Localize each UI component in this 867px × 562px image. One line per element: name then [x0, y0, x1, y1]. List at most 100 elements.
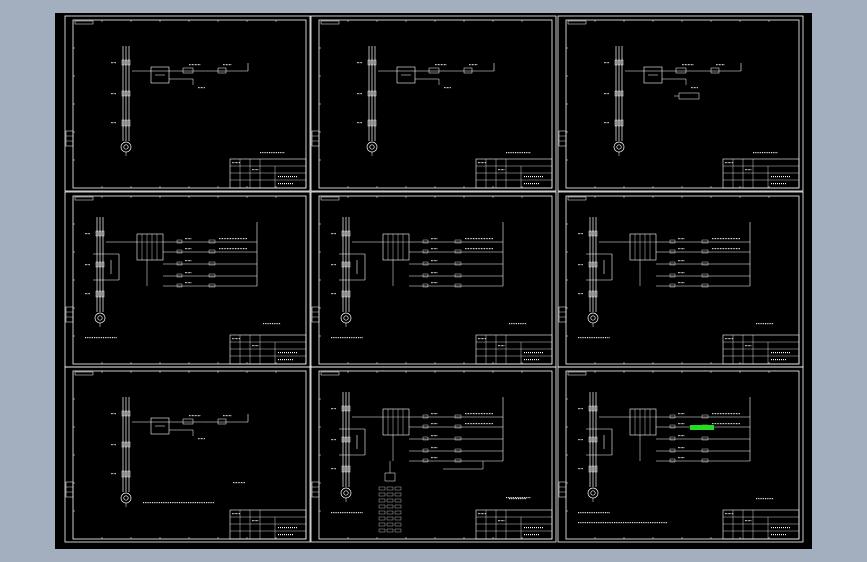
drawing-caption — [525, 152, 527, 154]
rung-label — [433, 238, 435, 240]
overload-symbol — [127, 470, 131, 478]
title-block-text — [239, 513, 240, 515]
drawing-caption — [776, 152, 778, 154]
component-label — [579, 264, 581, 266]
rung-label — [729, 423, 731, 425]
title-block-text — [282, 527, 283, 529]
title-block-text — [256, 169, 257, 171]
rung-label — [432, 435, 434, 437]
title-block-text — [532, 176, 533, 178]
legend-text — [115, 337, 117, 339]
rung-coil — [701, 273, 709, 278]
highlighted-selection[interactable] — [690, 425, 714, 430]
note-text — [596, 522, 597, 524]
title-block-text — [745, 169, 746, 171]
drawing-caption — [525, 497, 527, 499]
rung-label — [484, 238, 485, 240]
title-block-text — [253, 520, 255, 522]
legend-text — [603, 337, 605, 339]
sheet-9[interactable] — [557, 366, 804, 543]
control-label — [196, 415, 198, 417]
contactor-symbol — [344, 436, 348, 443]
sheet-5[interactable] — [310, 191, 557, 368]
legend-text — [606, 337, 608, 339]
rung-label — [468, 413, 469, 415]
legend-text — [341, 337, 343, 339]
title-block-text — [542, 527, 543, 529]
title-block-text — [288, 176, 289, 178]
rung-label — [682, 447, 683, 449]
rung-contact — [669, 458, 676, 463]
component-label — [359, 122, 361, 124]
drawing-caption — [506, 497, 507, 499]
title-block — [229, 334, 307, 365]
sheet-3[interactable] — [557, 15, 804, 192]
rung-label — [436, 413, 438, 415]
rung-label — [682, 413, 683, 415]
rung-label — [187, 272, 189, 274]
component-label — [608, 62, 609, 64]
component-label — [115, 413, 116, 415]
sheet-8[interactable] — [310, 366, 557, 543]
drawing-canvas[interactable] — [55, 13, 812, 549]
legend-text — [579, 512, 581, 514]
note-text — [204, 502, 206, 504]
drawing-caption — [510, 498, 512, 500]
contactor-cluster — [629, 233, 657, 261]
rung-label — [477, 423, 479, 425]
title-block-text — [236, 338, 237, 340]
legend-text — [88, 337, 90, 339]
motor-symbol — [120, 492, 132, 504]
drawing-caption — [269, 152, 270, 154]
drawing-caption — [527, 152, 529, 154]
control-label — [441, 64, 442, 66]
contactor-symbol — [594, 436, 598, 443]
drawing-caption — [756, 323, 757, 325]
title-block-text — [480, 162, 482, 164]
sheet-2[interactable] — [310, 15, 557, 192]
rung-label — [190, 282, 192, 284]
rung-label — [432, 272, 434, 274]
drawing-caption — [507, 497, 509, 499]
sheet-4[interactable] — [64, 191, 311, 368]
drawing-caption — [525, 323, 527, 325]
power-bus — [357, 46, 378, 156]
title-block-text — [771, 527, 772, 529]
component-label — [333, 439, 335, 441]
terminal-cell — [386, 498, 394, 503]
control-label — [192, 415, 193, 417]
rung-label — [682, 282, 683, 284]
rung-contact — [422, 424, 429, 429]
rung-label — [713, 248, 715, 250]
sheet-6[interactable] — [557, 191, 804, 368]
title-block-text — [282, 183, 283, 185]
title-block-text — [771, 534, 772, 536]
drawing-caption — [521, 323, 523, 325]
rung-label — [469, 413, 471, 415]
sheet-1[interactable] — [64, 15, 311, 192]
title-block-text — [785, 359, 786, 361]
rung-label — [476, 423, 477, 425]
revision-strip — [65, 306, 74, 323]
terminal-cell — [394, 522, 402, 527]
motor-symbol-inner — [343, 315, 349, 321]
terminal-cell — [394, 510, 402, 515]
title-block-text — [781, 359, 782, 361]
sheet-7[interactable] — [64, 366, 311, 543]
note-text — [581, 522, 583, 524]
terminal-cell — [386, 510, 394, 515]
drawing-caption — [266, 323, 268, 325]
title-block-text — [278, 183, 279, 185]
rung-label — [680, 238, 682, 240]
drawing-caption — [519, 498, 521, 500]
rung-label — [238, 238, 239, 240]
rung-label — [492, 248, 493, 250]
rung-label — [487, 248, 489, 250]
note-text — [590, 522, 592, 524]
note-text — [159, 502, 161, 504]
title-block-text — [257, 169, 259, 171]
rung-label — [190, 260, 192, 262]
overload-symbol — [95, 290, 99, 298]
overload-symbol — [591, 290, 595, 298]
